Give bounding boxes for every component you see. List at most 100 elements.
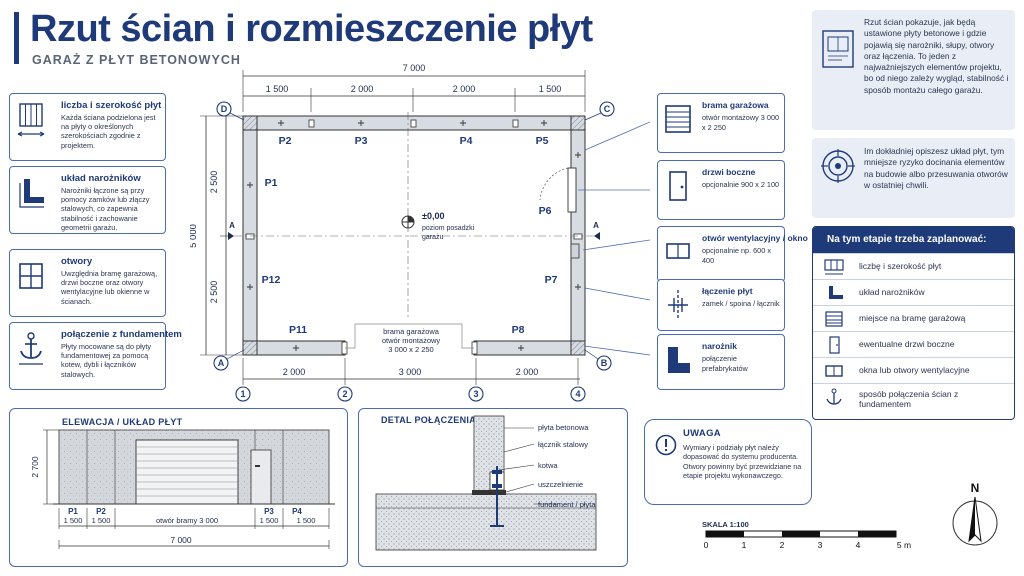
detail-title: DETAL POŁĄCZENIA xyxy=(381,415,476,425)
door-icon xyxy=(669,171,687,201)
scale-tick: 4 xyxy=(856,540,861,550)
target-icon xyxy=(821,149,855,183)
plan-total-width: 7 000 xyxy=(403,63,426,73)
callout-vent-window: otwór wentylacyjny / okno opcjonalnie np… xyxy=(657,226,808,282)
plan-gate-size: 3 000 x 2 250 xyxy=(388,345,433,354)
card-panels-width: liczba i szerokość płyt Każda ściana pod… xyxy=(9,93,166,161)
plan-level-desc: garażu xyxy=(422,234,444,241)
elevation-dim: 1 500 xyxy=(64,516,83,525)
window-icon xyxy=(666,243,690,259)
elevation-height: 2 700 xyxy=(30,456,40,478)
callout-side-door: drzwi boczne opcjonalnie 900 x 2 100 xyxy=(657,160,785,220)
plan-left-dim: 2 500 xyxy=(209,171,219,194)
list-item: okna lub otwory wentylacyjne xyxy=(813,357,1014,383)
plan-bottom-dim: 2 000 xyxy=(516,367,539,377)
plan-top-dim: 1 500 xyxy=(266,84,289,94)
elevation-dim: 1 500 xyxy=(92,516,111,525)
section-mark: A xyxy=(593,221,599,230)
axis-mark: 2 xyxy=(342,389,347,399)
panel-label: P2 xyxy=(279,135,292,147)
page-subtitle: GARAŻ Z PŁYT BETONOWYCH xyxy=(32,53,241,67)
info-panel-intro: Rzut ścian pokazuje, jak będą ustawione … xyxy=(812,10,1015,130)
plan-gate-label: brama garażowa xyxy=(383,327,440,336)
title-accent-bar xyxy=(14,12,19,64)
panel-label: P7 xyxy=(545,274,558,286)
corner-icon xyxy=(668,347,690,373)
callout-title: brama garażowa xyxy=(702,100,769,110)
scale-tick: 3 xyxy=(818,540,823,550)
floor-plan: 7 000 1 500 2 000 2 000 1 500 5 000 2 50… xyxy=(190,63,650,402)
callout-panel-joint: łączenie płyt zamek / spoina / łącznik xyxy=(657,279,785,331)
elevation-total: 7 000 xyxy=(170,535,192,545)
card-desc: Uwzględnia bramę garażową, drzwi boczne … xyxy=(61,269,158,306)
page-title: Rzut ścian i rozmieszczenie płyt xyxy=(30,8,593,50)
card-desc: Płyty mocowane są do płyty fundamentowej… xyxy=(61,342,152,379)
card-title: połączenie z fundamentem xyxy=(61,329,182,340)
north-label: N xyxy=(971,481,980,495)
detail-label: fundament / płyta xyxy=(538,500,596,509)
list-item-label: ewentualne drzwi boczne xyxy=(859,339,955,349)
axis-mark: 4 xyxy=(575,389,580,399)
detail-label: łącznik stalowy xyxy=(538,440,588,449)
plan-left-dim: 2 500 xyxy=(209,281,219,304)
panels-width-icon xyxy=(17,103,45,137)
panel-label: P4 xyxy=(460,135,473,147)
garage-door-icon xyxy=(665,105,691,133)
elevation-dim: 1 500 xyxy=(297,516,316,525)
callout-title: otwór wentylacyjny / okno xyxy=(702,233,808,243)
list-item: miejsce na bramę garażową xyxy=(813,305,1014,331)
elevation-title: ELEWACJA / UKŁAD PŁYT xyxy=(62,417,183,427)
scale-tick: 1 xyxy=(742,540,747,550)
callout-title: drzwi boczne xyxy=(702,167,756,177)
info-panel-precision: Im dokładniej opiszesz układ płyt, tym m… xyxy=(812,138,1015,218)
detail-label: płyta betonowa xyxy=(538,423,589,432)
plan-top-dim: 1 500 xyxy=(539,84,562,94)
warning-text: Wymiary i podziały płyt należy dopasować… xyxy=(683,443,802,481)
detail-label: kotwa xyxy=(538,461,558,470)
card-foundation: połączenie z fundamentem Płyty mocowane … xyxy=(9,322,182,390)
card-desc: Narożniki łączone są przy pomocy zamków … xyxy=(61,186,150,232)
plan-bottom-dim: 3 000 xyxy=(399,367,422,377)
elevation-drawing: 2 700 P1 P2 P3 P4 1 500 1 500 otwór bram… xyxy=(30,429,335,549)
card-title: liczba i szerokość płyt xyxy=(61,100,162,111)
anchor-icon xyxy=(19,332,43,365)
elevation-panel-label: P3 xyxy=(264,507,274,516)
callout-desc: opcjonalnie np. 600 x 400 xyxy=(702,246,771,265)
joint-icon xyxy=(668,290,688,320)
list-item: sposób połączenia ścian z fundamentem xyxy=(813,383,1014,419)
list-item-label: miejsce na bramę garażową xyxy=(859,313,966,323)
corner-icon xyxy=(19,179,44,208)
elevation-panel-label: P2 xyxy=(96,507,106,516)
axis-mark: 3 xyxy=(473,389,478,399)
card-openings: otwory Uwzględnia bramę garażową, drzwi … xyxy=(9,249,166,317)
plan-level: ±0,00 xyxy=(422,211,444,221)
list-item: układ narożników xyxy=(813,279,1014,305)
list-item: ewentualne drzwi boczne xyxy=(813,331,1014,357)
warning-icon xyxy=(655,434,677,456)
elevation-panel-label: P4 xyxy=(292,507,302,516)
callout-corner: narożnik połączenie prefabrykatów xyxy=(657,334,785,390)
callout-desc: połączenie prefabrykatów xyxy=(702,354,748,373)
corner-mark: C xyxy=(604,104,611,114)
scale-bar: SKALA 1:100 0 1 2 3 4 5 m xyxy=(702,520,911,550)
plan-left-height: 5 000 xyxy=(190,224,199,248)
scale-tick: 2 xyxy=(780,540,785,550)
detail-label: uszczelnienie xyxy=(538,480,583,489)
scale-title: SKALA 1:100 xyxy=(702,520,749,529)
panel-label: P5 xyxy=(536,135,549,147)
panel-label: P3 xyxy=(355,135,368,147)
anchor-icon xyxy=(826,388,842,405)
panels-width-icon xyxy=(824,259,844,275)
scale-tick: 5 m xyxy=(897,540,911,550)
warning-title: UWAGA xyxy=(683,428,721,439)
card-title: otwory xyxy=(61,256,93,267)
garage-door-icon xyxy=(825,311,843,327)
elevation-panel-label: P1 xyxy=(68,507,78,516)
elevation-dim: 1 500 xyxy=(260,516,279,525)
callout-desc: zamek / spoina / łącznik xyxy=(702,299,780,308)
window-icon xyxy=(825,365,843,377)
plan-top-dim: 2 000 xyxy=(453,84,476,94)
card-title: układ narożników xyxy=(61,173,141,184)
corner-mark: A xyxy=(218,358,225,368)
window-icon xyxy=(19,263,43,289)
